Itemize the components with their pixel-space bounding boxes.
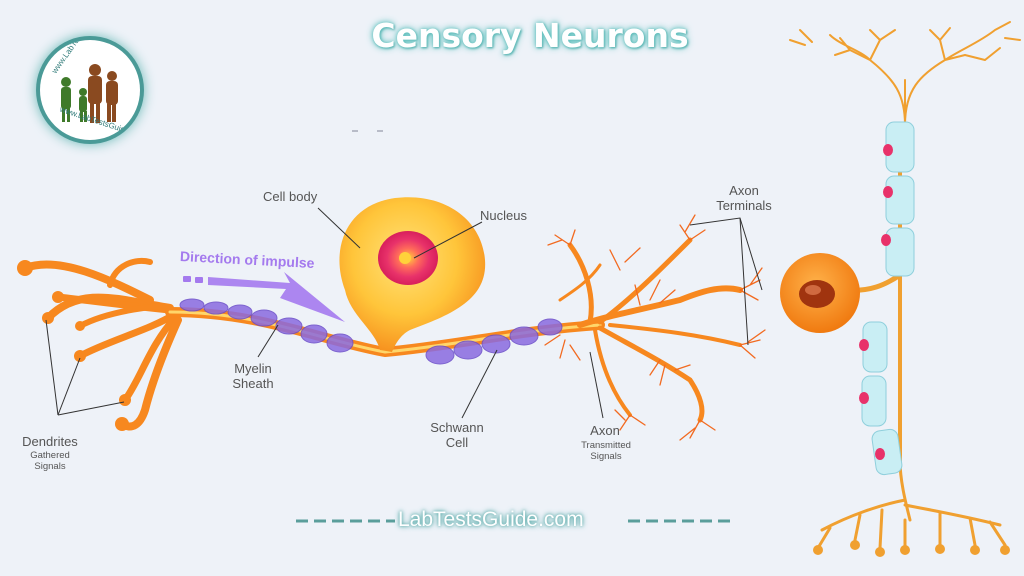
label-axon: Axon — [590, 423, 620, 438]
schwann-nuclei-right — [859, 144, 893, 460]
cell-body-right — [780, 253, 860, 333]
page-title: Censory Neurons — [371, 16, 689, 55]
leader-lines — [45, 207, 763, 419]
terminal-branches — [544, 214, 766, 441]
watermark: LabTestsGuide.com — [398, 508, 584, 531]
site-logo: www.LabTestsGuide.com www.LabTestsGuide.… — [40, 40, 140, 140]
label-dendrites-sub: Gathered Signals — [30, 450, 70, 472]
label-cell-body: Cell body — [263, 189, 318, 204]
myelin-sheath — [179, 298, 354, 353]
label-myelin-sheath: Myelin Sheath — [232, 361, 274, 391]
label-schwann-cell: Schwann Cell — [430, 420, 484, 450]
dendrites — [21, 258, 182, 431]
label-axon-sub: Transmitted Signals — [581, 440, 631, 462]
family-icon — [61, 64, 118, 123]
schwann-cells — [425, 318, 563, 365]
label-dendrites: Dendrites — [22, 434, 78, 449]
label-nucleus: Nucleus — [480, 208, 527, 223]
dendrite-tips — [17, 260, 131, 431]
schwann-cells-right — [861, 121, 915, 476]
label-axon-terminals: Axon Terminals — [716, 183, 772, 213]
terminal-knobs-right — [813, 540, 1010, 557]
cell-body — [339, 197, 486, 352]
axon-terminals — [558, 237, 743, 423]
direction-arrow — [183, 272, 345, 322]
